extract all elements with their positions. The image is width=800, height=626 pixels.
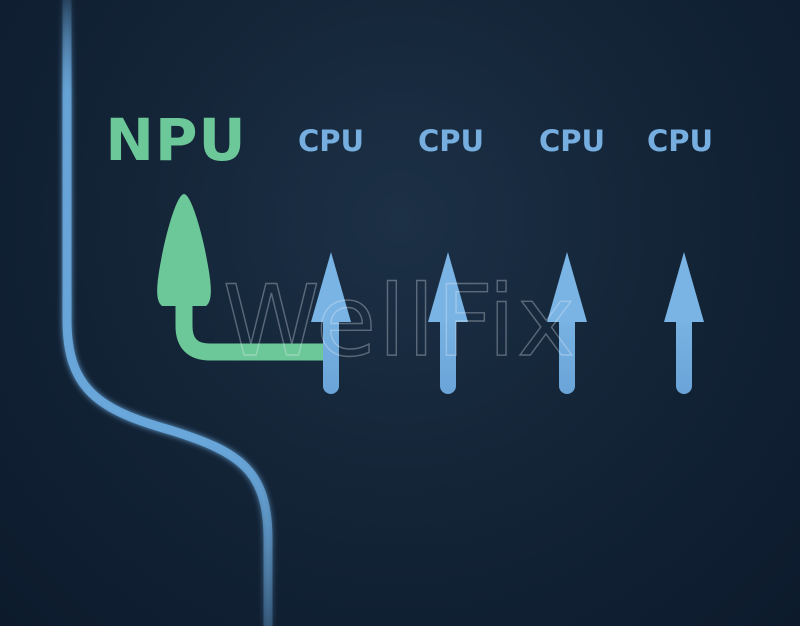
cpu-arrow-1	[311, 252, 351, 394]
cpu-label-4: CPU	[647, 124, 713, 158]
left-lane-boundary	[62, 0, 273, 626]
npu-offload-arrow	[157, 194, 330, 361]
cpu-arrow-4-head	[664, 252, 704, 322]
npu-label: NPU	[105, 106, 246, 174]
cpu-arrow-3-shaft	[559, 312, 575, 394]
cpu-arrow-2-head	[428, 252, 468, 322]
npu-offload-path	[175, 300, 330, 361]
cpu-arrow-3-head	[547, 252, 587, 322]
cpu-arrow-2-shaft	[440, 312, 456, 394]
cpu-arrow-1-shaft	[323, 312, 339, 394]
cpu-label-1: CPU	[298, 124, 364, 158]
cpu-arrow-3	[547, 252, 587, 394]
cpu-label-3: CPU	[539, 124, 605, 158]
cpu-label-2: CPU	[418, 124, 484, 158]
cpu-arrow-1-head	[311, 252, 351, 322]
npu-arrowhead	[157, 194, 211, 306]
cpu-arrow-2	[428, 252, 468, 394]
cpu-arrow-4-shaft	[676, 312, 692, 394]
cpu-arrow-4	[664, 252, 704, 394]
watermark: WellFix	[223, 265, 577, 379]
